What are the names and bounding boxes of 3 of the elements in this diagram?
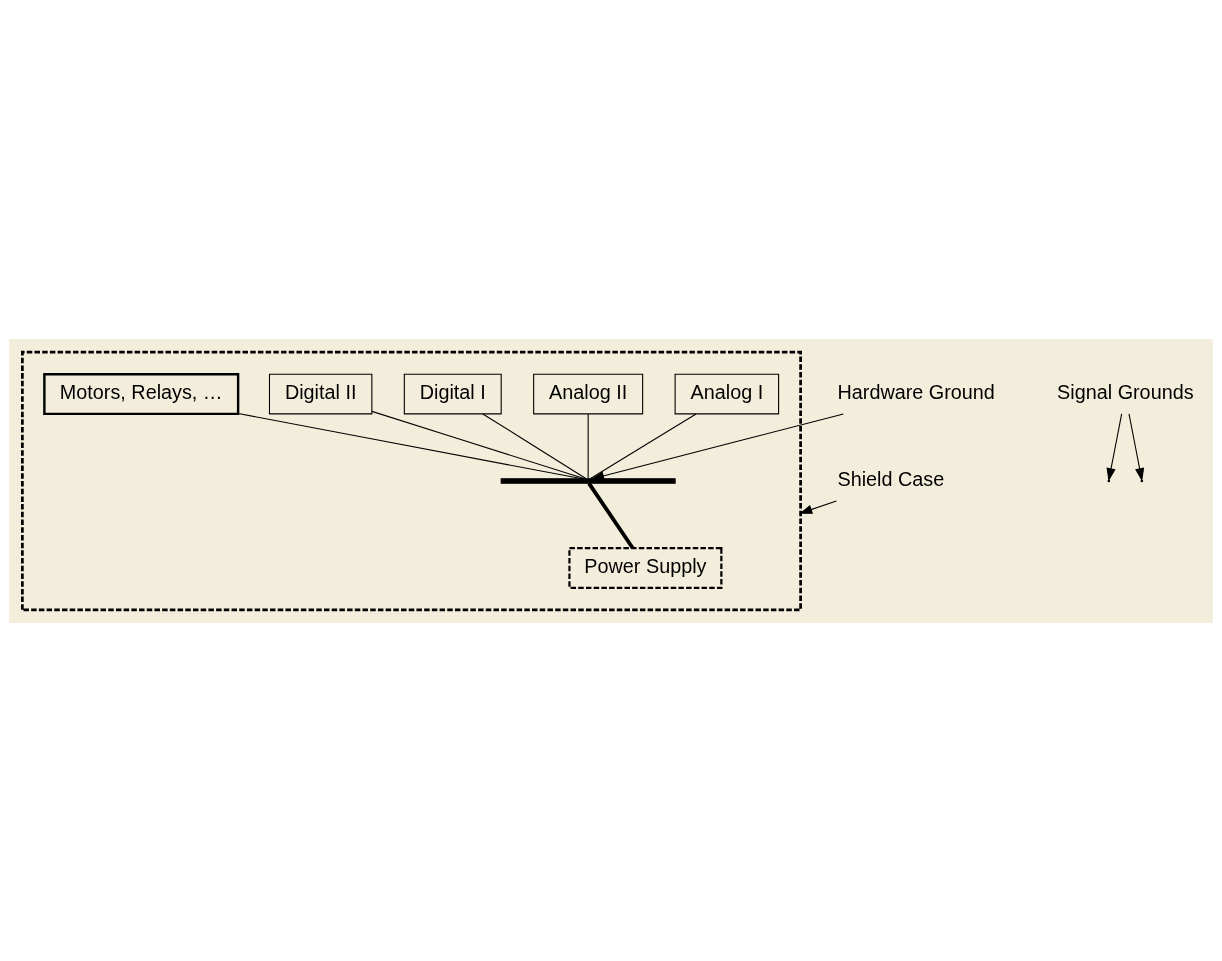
node-text: Signal Grounds bbox=[1057, 380, 1194, 403]
node-text: Hardware Ground bbox=[837, 380, 995, 403]
node-text: Shield Case bbox=[837, 467, 945, 490]
